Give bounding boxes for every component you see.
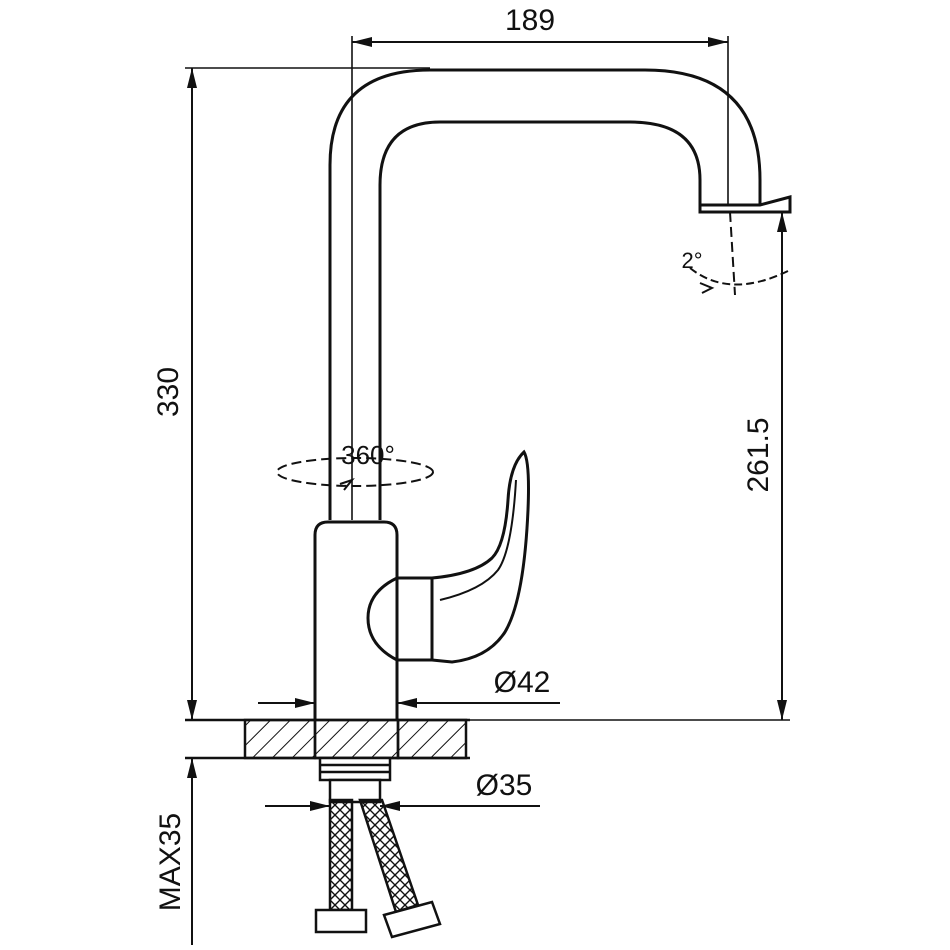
aerator-centerline [729, 211, 736, 296]
lever-handle-inner [439, 479, 517, 601]
base-body [313, 520, 399, 720]
shank-diameter-label: Ø35 [476, 769, 533, 802]
spout-outlet-height-label: 261.5 [742, 417, 775, 492]
lever-handle [431, 449, 530, 664]
aerator-swivel-label: 2° [681, 248, 702, 273]
spout-outer [328, 68, 762, 520]
overall-height-label: 330 [152, 367, 185, 417]
spout-reach-label: 189 [505, 4, 555, 37]
shank-assembly [314, 756, 442, 939]
faucet [313, 68, 792, 720]
spout-rotation-arc [276, 457, 434, 487]
braided-hose-right [358, 798, 420, 914]
spout-inner [378, 120, 702, 520]
body-diameter-label: Ø42 [494, 666, 551, 699]
max-counter-thickness-label: MAX35 [154, 813, 187, 911]
braided-hose-left [328, 798, 354, 912]
hose-fitting-left [314, 908, 368, 934]
dimension-lines [185, 36, 790, 945]
countertop [185, 718, 470, 760]
countertop-section-left [243, 718, 317, 760]
cartridge-housing [366, 576, 434, 662]
countertop-section-right [396, 718, 468, 760]
shank-body [328, 778, 382, 804]
aerator-swivel-arrow-icon [699, 282, 715, 294]
aerator [698, 195, 792, 214]
aerator-swivel-arc [689, 267, 791, 286]
mounting-nut [318, 756, 392, 782]
spout-rotation-label: 360° [341, 440, 395, 470]
hose-fitting-right [382, 900, 442, 939]
mounting-nut-section [313, 718, 400, 760]
